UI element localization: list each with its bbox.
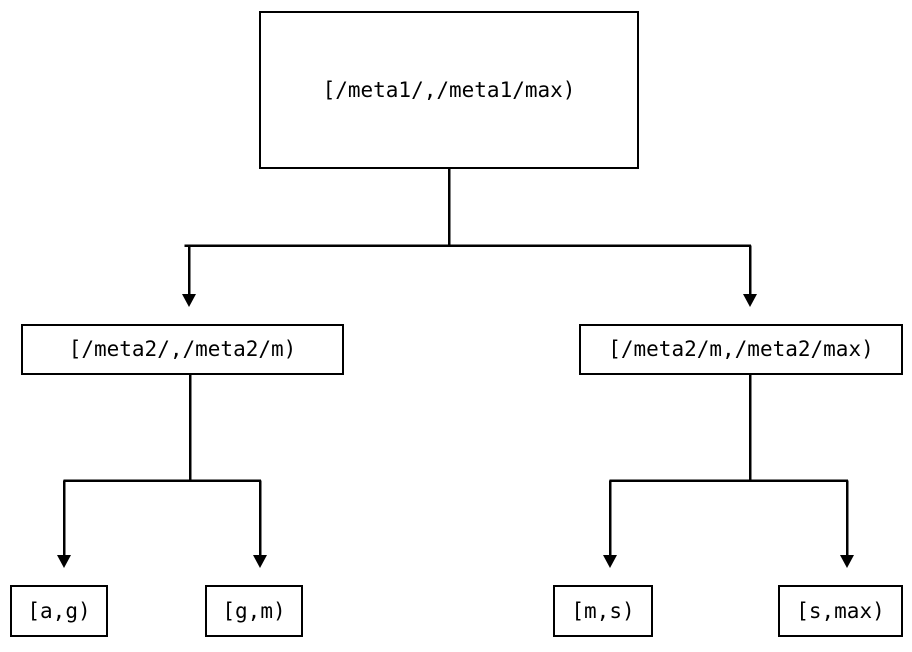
- tree-node-leaf-2-label: [g,m): [222, 598, 286, 623]
- arrowhead-to-mid-right: [743, 294, 757, 307]
- arrowhead-to-leaf-1: [57, 555, 71, 568]
- tree-node-leaf-1-label: [a,g): [27, 598, 91, 623]
- arrowhead-to-leaf-2: [253, 555, 267, 568]
- tree-node-leaf-1[interactable]: [a,g): [10, 585, 108, 637]
- tree-node-leaf-3-label: [m,s): [571, 598, 635, 623]
- arrowhead-to-mid-left: [182, 294, 196, 307]
- tree-node-leaf-4[interactable]: [s,max): [778, 585, 903, 637]
- tree-node-root-label: [/meta1/,/meta1/max): [322, 77, 576, 102]
- arrowhead-to-leaf-3: [603, 555, 617, 568]
- tree-node-mid-left-label: [/meta2/,/meta2/m): [68, 337, 297, 361]
- tree-node-mid-right-label: [/meta2/m,/meta2/max): [608, 337, 874, 361]
- tree-node-mid-right[interactable]: [/meta2/m,/meta2/max): [579, 324, 903, 375]
- tree-node-leaf-3[interactable]: [m,s): [553, 585, 653, 637]
- tree-node-leaf-2[interactable]: [g,m): [205, 585, 303, 637]
- tree-node-mid-left[interactable]: [/meta2/,/meta2/m): [21, 324, 344, 375]
- tree-node-leaf-4-label: [s,max): [796, 598, 885, 623]
- arrowhead-to-leaf-4: [840, 555, 854, 568]
- tree-node-root[interactable]: [/meta1/,/meta1/max): [259, 11, 639, 169]
